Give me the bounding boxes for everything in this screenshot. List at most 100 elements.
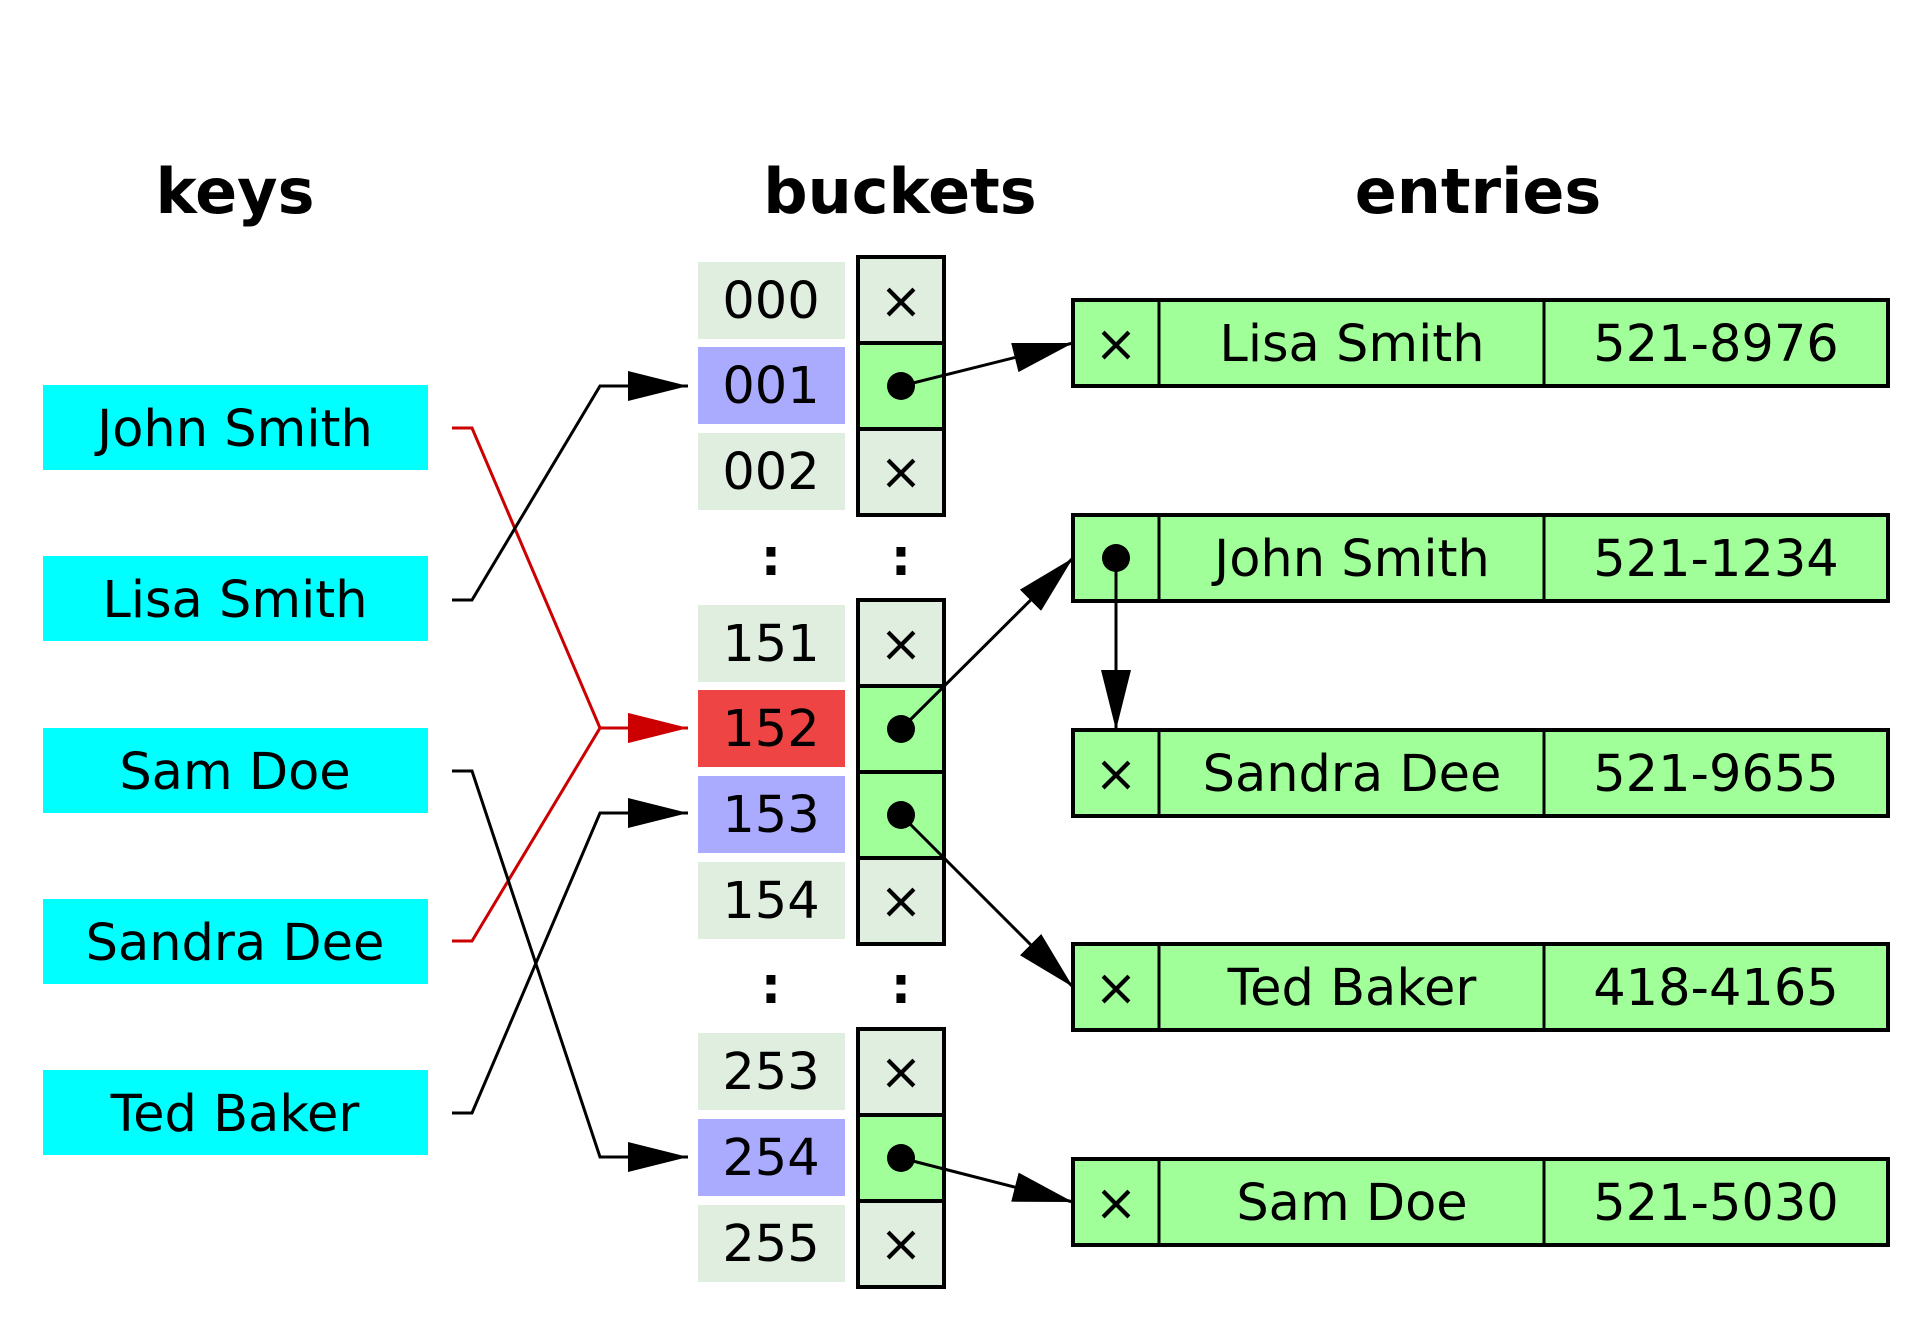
bucket-index-cell [698,605,845,682]
empty-next-icon: × [1095,315,1138,374]
key-label: John Smith [94,400,373,459]
empty-slot-icon: × [880,615,923,674]
empty-slot-icon: × [880,1043,923,1102]
key-sam-doe: Sam Doe [43,728,428,813]
key-box [43,728,428,813]
bucket-slot-empty [856,1199,946,1289]
key-box [43,1070,428,1155]
entry-name: Lisa Smith [1219,315,1484,374]
bucket-000: 000 [698,262,845,339]
bucket-slot-empty [856,427,946,517]
bucket-index-label: 253 [722,1043,819,1102]
bucket-001: 001 [698,347,845,424]
key-box [43,556,428,641]
key-lisa-smith: Lisa Smith [43,556,428,641]
entry-ted-baker: × Ted Baker 418-4165 [1071,942,1890,1032]
bucket-index-cell [698,433,845,510]
bucket-index-label: 002 [722,443,819,502]
entry-name: Ted Baker [1227,959,1477,1018]
entry-name: John Smith [1211,530,1490,589]
keys-column: John Smith Lisa Smith Sam Doe Sandra Dee… [43,385,428,1155]
bucket-index-label: 153 [722,786,819,845]
bucket-154: 154 [698,862,845,939]
bucket-index-label: 151 [722,615,819,674]
entry-phone: 521-5030 [1593,1174,1839,1233]
entry-name: Sandra Dee [1203,745,1502,804]
empty-next-icon: × [1095,959,1138,1018]
key-label: Sandra Dee [86,914,385,973]
bucket-002: 002 [698,433,845,510]
bucket-index-label: 000 [722,272,819,331]
entry-phone: 521-1234 [1593,530,1839,589]
key-box [43,385,428,470]
empty-slot-icon: × [880,872,923,931]
entries-header: entries [1355,155,1602,228]
hash-link-lisa-smith [452,371,688,602]
entry-lisa-smith: × Lisa Smith 521-8976 [1071,298,1890,388]
bucket-index-label: 254 [722,1129,819,1188]
key-john-smith: John Smith [43,385,428,470]
bucket-slot-ellipsis: : [891,529,911,588]
empty-next-icon: × [1095,1174,1138,1233]
pointer-254-to-sam-doe [900,1156,1074,1204]
empty-slot-icon: × [880,272,923,331]
bucket-slot-symbols: × × : × × : × × [880,272,923,1274]
bucket-ellipsis: : [761,529,781,588]
entry-phone: 521-9655 [1593,745,1839,804]
entry-box [1071,298,1890,388]
pointer-152-to-john-smith [899,556,1075,731]
key-box [43,899,428,984]
hash-link-sam-doe [452,769,688,1172]
bucket-index-cell [698,862,845,939]
hash-link-sandra-dee [452,713,688,943]
bucket-index-cell [698,776,845,853]
entry-sandra-dee: × Sandra Dee 521-9655 [1071,728,1890,818]
bucket-index-label: 001 [722,357,819,416]
pointer-153-to-ted-baker [899,813,1075,989]
bucket-index-cell [698,1033,845,1110]
bucket-index-label: 154 [722,872,819,931]
entry-name: Sam Doe [1236,1174,1467,1233]
bucket-254: 254 [698,1119,845,1196]
bucket-slot-empty [856,1027,946,1117]
empty-slot-icon: × [880,1215,923,1274]
entry-sam-doe: × Sam Doe 521-5030 [1071,1157,1890,1247]
bucket-index-cell [698,690,845,767]
bucket-255: 255 [698,1205,845,1282]
entry-phone: 418-4165 [1593,959,1839,1018]
entry-box [1071,1157,1890,1247]
bucket-index-cell [698,347,845,424]
bucket-index-cell [698,262,845,339]
bucket-152: 152 [698,690,845,767]
hash-link-john-smith [452,426,688,743]
bucket-slot-ellipsis: : [891,957,911,1016]
bucket-153: 153 [698,776,845,853]
bucket-253: 253 [698,1033,845,1110]
bucket-slot-empty [856,856,946,946]
keys-header: keys [156,155,315,228]
bucket-index-column: 000 001 002 : 151 152 153 154 : [698,262,845,1282]
buckets-header: buckets [763,155,1036,228]
bucket-slot-column [856,255,946,1289]
bucket-index-cell [698,1119,845,1196]
bucket-ellipsis: : [761,957,781,1016]
key-label: Ted Baker [110,1085,360,1144]
entry-john-smith: John Smith 521-1234 [1071,513,1890,603]
entries-column: × Lisa Smith 521-8976 John Smith 521-123… [1071,298,1890,1247]
entry-box [1071,942,1890,1032]
key-ted-baker: Ted Baker [43,1070,428,1155]
hash-link-ted-baker [452,798,688,1115]
key-sandra-dee: Sandra Dee [43,899,428,984]
empty-slot-icon: × [880,443,923,502]
bucket-slot-empty [856,598,946,688]
bucket-index-cell [698,1205,845,1282]
pointer-001-to-lisa-smith [900,341,1074,388]
bucket-index-label: 152 [722,700,819,759]
bucket-slot-empty [856,255,946,345]
bucket-to-entry-links [887,341,1131,1204]
key-to-bucket-links [452,371,688,1172]
empty-next-icon: × [1095,745,1138,804]
entry-phone: 521-8976 [1593,315,1839,374]
entry-box [1071,728,1890,818]
